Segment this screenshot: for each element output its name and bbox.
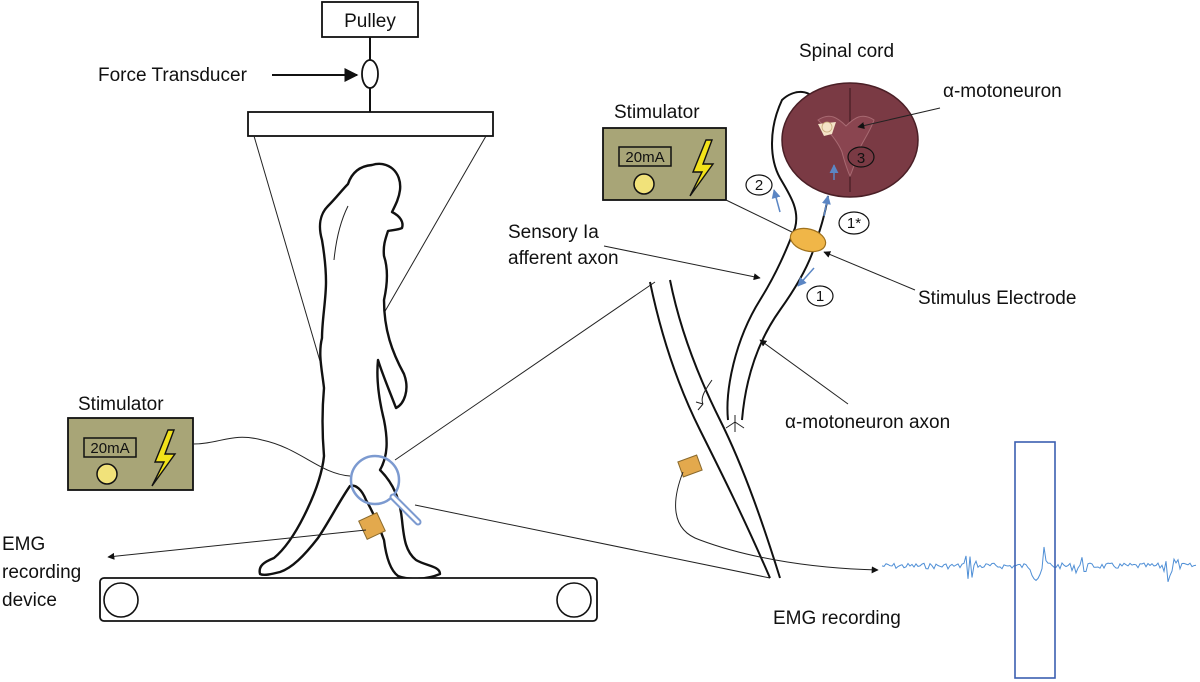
stimulator-right: 20mA — [602, 127, 727, 201]
support-strap-right — [379, 135, 487, 321]
stimulus-electrode-label: Stimulus Electrode — [918, 288, 1076, 309]
emg-device-label-3: device — [2, 590, 57, 611]
stimulus-electrode — [789, 227, 827, 253]
emg-device-label-1: EMG — [2, 534, 45, 555]
sensory-afferent-axon — [726, 91, 816, 421]
emg-device-pointer — [107, 529, 367, 560]
treadmill — [99, 577, 598, 622]
motoneuron-axon-label: α-motoneuron axon — [785, 412, 950, 433]
sensory-pointer — [603, 245, 761, 281]
spinal-cord-section — [781, 82, 919, 198]
stimulator-left-label: Stimulator — [78, 394, 164, 415]
emg-trace — [881, 546, 1197, 582]
zoom-line-top — [394, 281, 656, 461]
magnifier-icon — [349, 454, 422, 526]
emg-device-label-2: recording — [2, 562, 81, 583]
motor-endplate — [725, 415, 745, 432]
sensory-ending — [695, 379, 713, 411]
emg-highlight-window — [1014, 441, 1056, 679]
alpha-motoneuron-pointer — [857, 107, 941, 129]
arrow-path-2 — [771, 189, 781, 213]
lightning-bolt-icon — [151, 429, 177, 487]
leg-outline-left — [649, 281, 771, 579]
treadmill-roller-left — [103, 582, 139, 618]
lightning-bolt-icon-right — [689, 139, 715, 197]
emg-recording-label: EMG recording — [773, 608, 901, 629]
stimulator-right-cable — [725, 199, 797, 235]
treadmill-roller-right — [556, 582, 592, 618]
svg-text:1*: 1* — [847, 215, 861, 232]
svg-text:2: 2 — [755, 177, 763, 194]
sensory-label-1: Sensory Ia — [508, 222, 599, 243]
marker-1: 1 — [806, 285, 834, 307]
stimulator-knob-icon — [96, 463, 118, 485]
force-transducer-label: Force Transducer — [98, 65, 248, 86]
stimulator-left: 20mA — [67, 417, 194, 491]
sensory-label-2: afferent axon — [508, 248, 619, 269]
marker-3: 3 — [847, 146, 875, 168]
stimulator-right-label: Stimulator — [614, 102, 700, 123]
stimulator-knob-icon-right — [633, 173, 655, 195]
svg-text:1: 1 — [816, 288, 824, 305]
spinal-cord-label: Spinal cord — [799, 41, 894, 62]
stimulator-right-display: 20mA — [625, 149, 664, 166]
emg-signal-lead — [675, 471, 879, 574]
motoneuron-axon-pointer — [759, 339, 849, 405]
leg-outline-right — [669, 279, 781, 579]
pulley-box: Pulley — [321, 1, 419, 38]
support-strap-left — [253, 135, 323, 369]
stimulator-left-display: 20mA — [90, 440, 129, 457]
support-beam — [247, 111, 494, 137]
arrow-path-1 — [797, 267, 815, 287]
stimulator-left-cable — [192, 436, 351, 477]
force-transducer — [361, 59, 379, 89]
zoom-line-bottom — [414, 504, 771, 579]
walking-person — [258, 162, 442, 580]
arrow-path-1star — [821, 195, 831, 217]
emg-electrode-pad-zoom — [677, 454, 703, 478]
marker-2: 2 — [745, 174, 773, 196]
marker-1star: 1* — [838, 211, 870, 235]
motoneuron-axon — [741, 195, 829, 421]
pulley-label: Pulley — [344, 11, 396, 32]
alpha-motoneuron-label: α-motoneuron — [943, 81, 1062, 102]
person-arm-line — [333, 205, 349, 261]
stimulus-electrode-pointer — [823, 251, 916, 291]
svg-text:3: 3 — [857, 150, 865, 167]
